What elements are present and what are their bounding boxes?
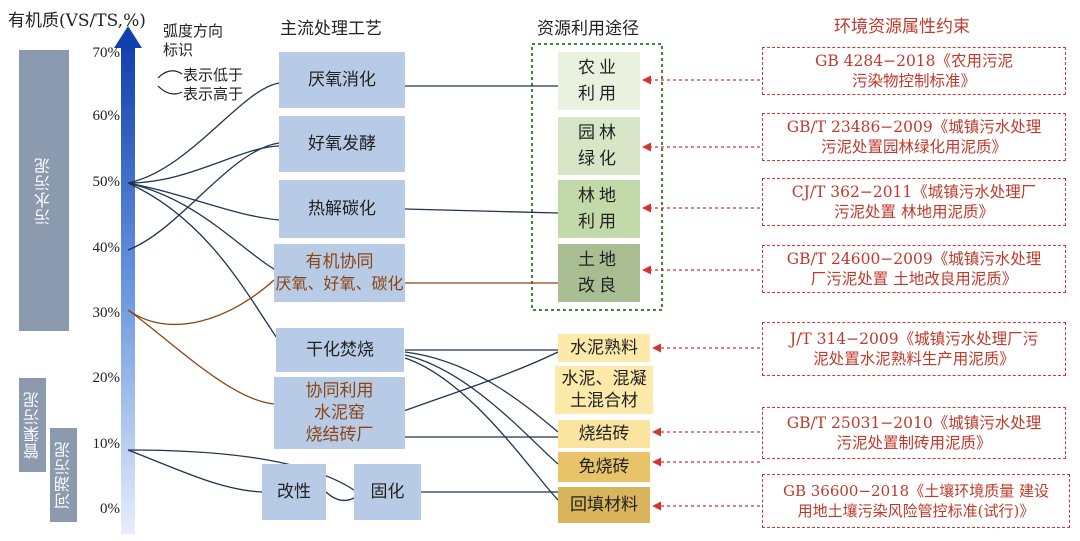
- legend-title-line1: 弧度方向: [163, 22, 224, 40]
- use-agriculture-line2: 利用: [578, 84, 620, 104]
- process-co-kiln-line3: 烧结砖厂: [305, 425, 374, 445]
- standard-jt314: J/T 314−2009《城镇污水处理厂污 泥处置水泥熟料生产用泥质》: [762, 322, 1066, 376]
- use-unfired-brick: 免烧砖: [558, 452, 650, 482]
- process-co-organic-line1: 有机协同: [305, 252, 374, 272]
- process-co-kiln: 协同利用 水泥窑 烧结砖厂: [274, 377, 405, 449]
- use-mix: 水泥、混凝 土混合材: [555, 366, 653, 414]
- use-forest: 林地 利用: [558, 180, 640, 238]
- axis-arrowhead: [114, 26, 142, 48]
- process-modification: 改性: [262, 464, 326, 520]
- standard-gb36600-line2: 用地土壤污染风险管控标准(试行)》: [797, 502, 1035, 520]
- tick-50: 50%: [92, 174, 121, 190]
- process-pyrolysis: 热解碳化: [279, 180, 405, 238]
- pipe-sludge-label: 管渠污泥: [22, 391, 42, 459]
- use-backfill: 回填材料: [558, 487, 650, 523]
- pipe-sludge-bar: 管渠污泥: [19, 378, 46, 472]
- legend-arc-high: [157, 85, 183, 95]
- tick-30: 30%: [92, 305, 121, 321]
- utilization-header: 资源利用途径: [537, 19, 639, 39]
- use-garden-line2: 绿化: [578, 149, 620, 169]
- river-sludge-bar: 河湖污泥: [50, 428, 77, 522]
- standard-jt314-line1: J/T 314−2009《城镇污水处理厂污: [789, 330, 1039, 348]
- tick-20: 20%: [92, 370, 121, 386]
- standard-cjt362-line1: CJ/T 362−2011《城镇污水处理厂: [791, 183, 1037, 201]
- standard-gbt25031-line2: 污泥处置制砖用泥质》: [836, 434, 992, 452]
- standard-cjt362: CJ/T 362−2011《城镇污水处理厂 污泥处置 林地用泥质》: [762, 178, 1066, 226]
- use-land-line2: 改良: [578, 276, 620, 296]
- use-agriculture-line1: 农业: [578, 58, 620, 78]
- standard-gb4284-line1: GB 4284−2018《农用污泥: [814, 52, 1014, 70]
- standard-gbt24600: GB/T 24600−2009《城镇污水处理 厂污泥处置 土地改良用泥质》: [762, 245, 1066, 293]
- standard-gbt25031-line1: GB/T 25031−2010《城镇污水处理: [786, 414, 1042, 432]
- constraint-header: 环境资源属性约束: [834, 17, 970, 37]
- process-co-kiln-line1: 协同利用: [305, 381, 374, 401]
- y-axis-title: 有机质(VS/TS,%): [8, 11, 146, 31]
- process-solidification: 固化: [354, 464, 421, 520]
- tick-40: 40%: [92, 240, 121, 256]
- axis-bar: [121, 46, 135, 534]
- process-header: 主流处理工艺: [280, 19, 382, 39]
- standard-gb36600-line1: GB 36600−2018《土壤环境质量 建设: [782, 482, 1049, 500]
- use-land-line1: 土地: [578, 250, 620, 270]
- tick-60: 60%: [92, 108, 121, 124]
- standard-cjt362-line2: 污泥处置 林地用泥质》: [834, 203, 994, 221]
- process-co-kiln-line2: 水泥窑: [314, 403, 365, 423]
- legend-high-label: 表示高于: [183, 85, 244, 103]
- standard-arrows: [642, 75, 760, 511]
- standard-gb4284-line2: 污染物控制标准》: [851, 72, 976, 90]
- standard-gb4284: GB 4284−2018《农用污泥 污染物控制标准》: [762, 47, 1066, 95]
- use-garden-line1: 园林: [578, 123, 620, 143]
- standard-gbt23486-line2: 污泥处置园林绿化用泥质》: [820, 138, 1007, 156]
- legend-arc-low: [157, 70, 183, 79]
- legend: 弧度方向 标识: [163, 22, 223, 60]
- use-mix-line2: 土混合材: [570, 391, 638, 411]
- use-agriculture: 农业 利用: [558, 52, 640, 110]
- legend-low-label: 表示低于: [183, 66, 244, 84]
- use-garden: 园林 绿化: [558, 117, 640, 175]
- standard-gbt24600-line2: 厂污泥处置 土地改良用泥质》: [810, 270, 1018, 288]
- sewage-sludge-label: 污水污泥: [34, 156, 53, 225]
- process-co-organic: 有机协同 厌氧、好氧、碳化: [274, 244, 405, 302]
- tick-70: 70%: [92, 45, 121, 61]
- river-sludge-label: 河湖污泥: [53, 441, 73, 509]
- standard-gbt24600-line1: GB/T 24600−2009《城镇污水处理: [786, 250, 1042, 268]
- standard-gbt25031: GB/T 25031−2010《城镇污水处理 污泥处置制砖用泥质》: [762, 407, 1066, 459]
- sewage-lines: [127, 82, 559, 502]
- use-clinker: 水泥熟料: [558, 334, 650, 362]
- tick-0: 0%: [100, 501, 120, 517]
- process-anaerobic: 厌氧消化: [279, 52, 405, 108]
- use-forest-line2: 利用: [578, 212, 620, 232]
- use-forest-line1: 林地: [578, 186, 620, 206]
- co-processing-lines: [127, 279, 558, 405]
- process-aerobic: 好氧发酵: [279, 116, 405, 172]
- sewage-sludge-bar: 污水污泥: [19, 50, 69, 331]
- standard-jt314-line2: 泥处置水泥熟料生产用泥质》: [813, 350, 1015, 368]
- standard-gbt23486: GB/T 23486−2009《城镇污水处理 污泥处置园林绿化用泥质》: [762, 113, 1066, 161]
- process-co-organic-line2: 厌氧、好氧、碳化: [275, 274, 404, 293]
- legend-title-line2: 标识: [163, 41, 194, 59]
- use-land: 土地 改良: [558, 244, 640, 302]
- process-incineration: 干化焚烧: [276, 328, 404, 372]
- tick-10: 10%: [92, 436, 121, 452]
- use-mix-line1: 水泥、混凝: [561, 369, 647, 389]
- use-sintered-brick: 烧结砖: [558, 420, 650, 448]
- standard-gbt23486-line1: GB/T 23486−2009《城镇污水处理: [786, 118, 1042, 136]
- standard-gb36600: GB 36600−2018《土壤环境质量 建设 用地土壤污染风险管控标准(试行)…: [762, 474, 1070, 528]
